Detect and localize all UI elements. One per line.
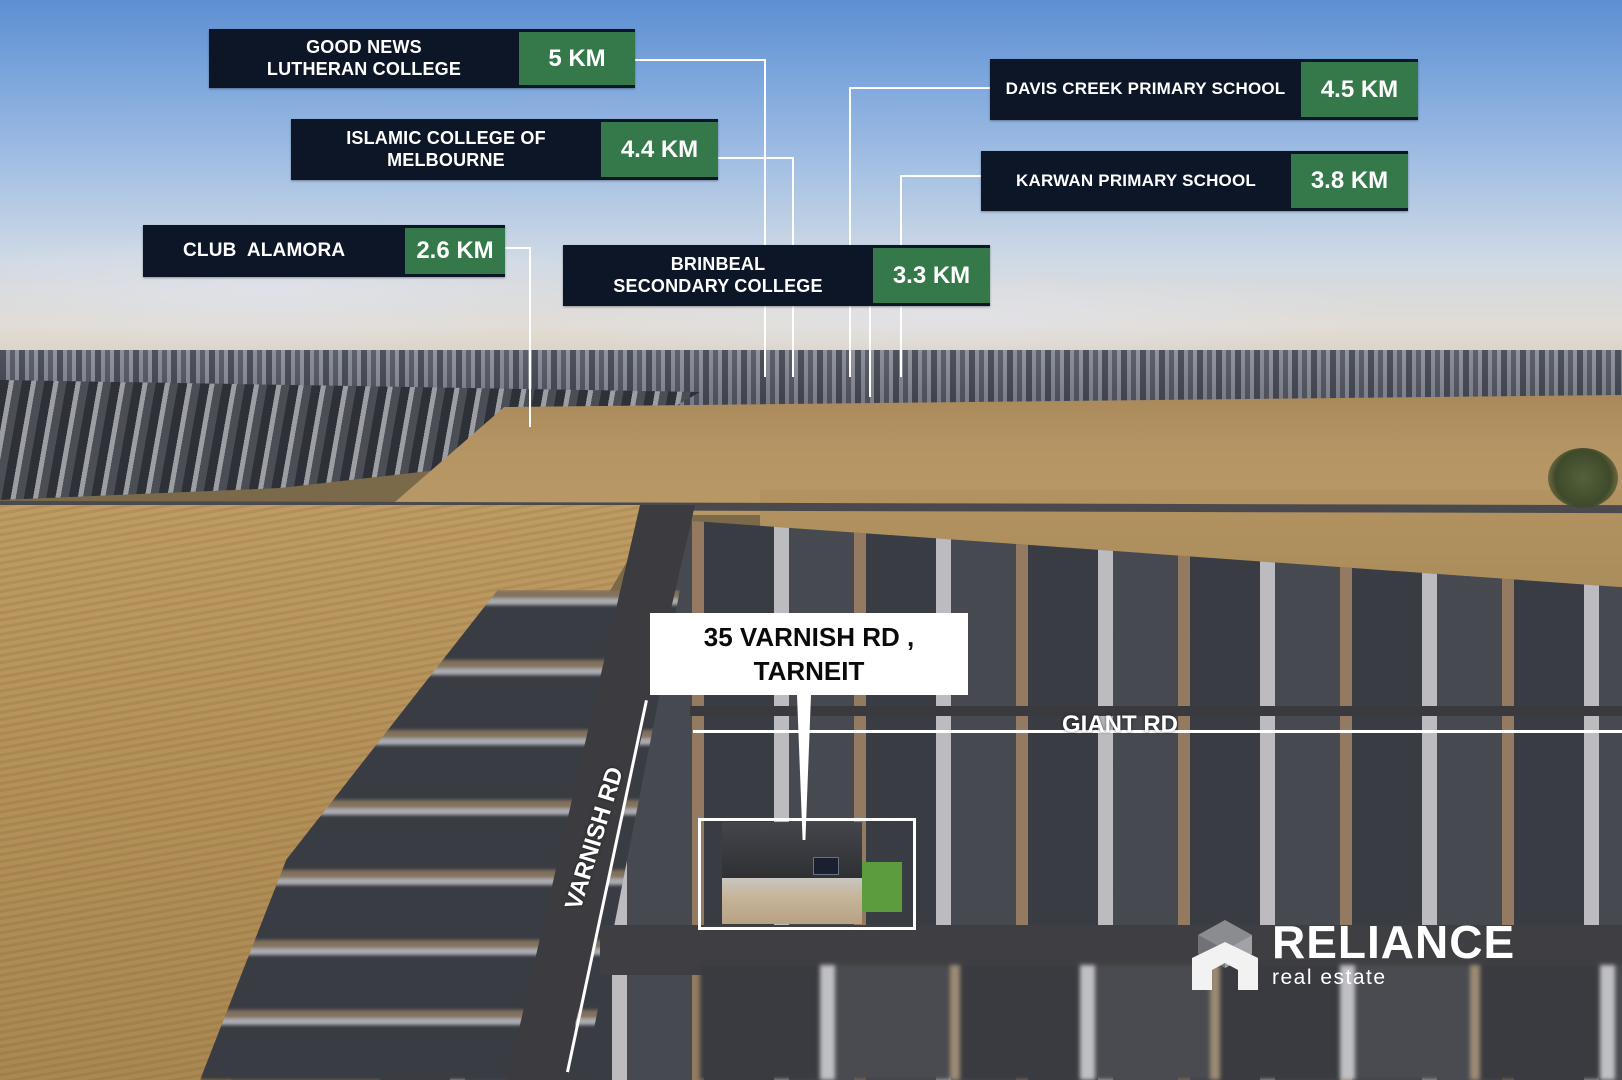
house-cube-logo-icon [1192, 918, 1258, 990]
amenity-distance: 5 KM [519, 32, 635, 85]
front-houses [700, 965, 1622, 1080]
amenity-label-karwan-primary-school: KARWAN PRIMARY SCHOOL 3.8 KM [981, 151, 1408, 211]
brand-name: RELIANCE [1272, 916, 1516, 968]
amenity-distance: 4.4 KM [601, 122, 718, 177]
connector-line [717, 157, 793, 159]
connector-line [504, 247, 530, 249]
giant-rd-marker-line [693, 730, 1622, 733]
solar-panel [813, 857, 839, 875]
amenity-label-davis-creek-primary-school: DAVIS CREEK PRIMARY SCHOOL 4.5 KM [990, 59, 1418, 120]
giant-road [690, 706, 1622, 716]
property-facade [722, 878, 862, 924]
amenity-name: CLUB ALAMORA [183, 240, 346, 262]
amenity-distance: 3.8 KM [1291, 154, 1408, 208]
property-boundary-outline [698, 818, 916, 930]
street-label-giant-rd: GIANT RD [1062, 711, 1178, 738]
brand-tagline: real estate [1272, 966, 1387, 989]
amenity-name: DAVIS CREEK PRIMARY SCHOOL [1005, 79, 1286, 99]
connector-line [764, 59, 766, 377]
address-line-1: 35 VARNISH RD , [703, 622, 915, 652]
tree [1548, 448, 1618, 508]
connector-line [869, 305, 871, 397]
connector-line [634, 59, 764, 61]
connector-line [849, 87, 991, 89]
amenity-label-club-alamora: CLUB ALAMORA 2.6 KM [143, 225, 505, 277]
amenity-name: KARWAN PRIMARY SCHOOL [1015, 170, 1256, 190]
amenity-distance: 3.3 KM [873, 248, 990, 303]
reliance-logo: RELIANCE real estate [1192, 918, 1515, 990]
property-address-callout: 35 VARNISH RD , TARNEIT [650, 613, 968, 695]
connector-line [900, 175, 982, 177]
connector-line [849, 87, 851, 377]
amenity-distance: 4.5 KM [1301, 62, 1418, 117]
amenity-distance: 2.6 KM [405, 228, 505, 274]
address-line-2: TARNEIT [753, 656, 865, 686]
connector-line [529, 247, 531, 427]
property-lawn [862, 862, 902, 912]
